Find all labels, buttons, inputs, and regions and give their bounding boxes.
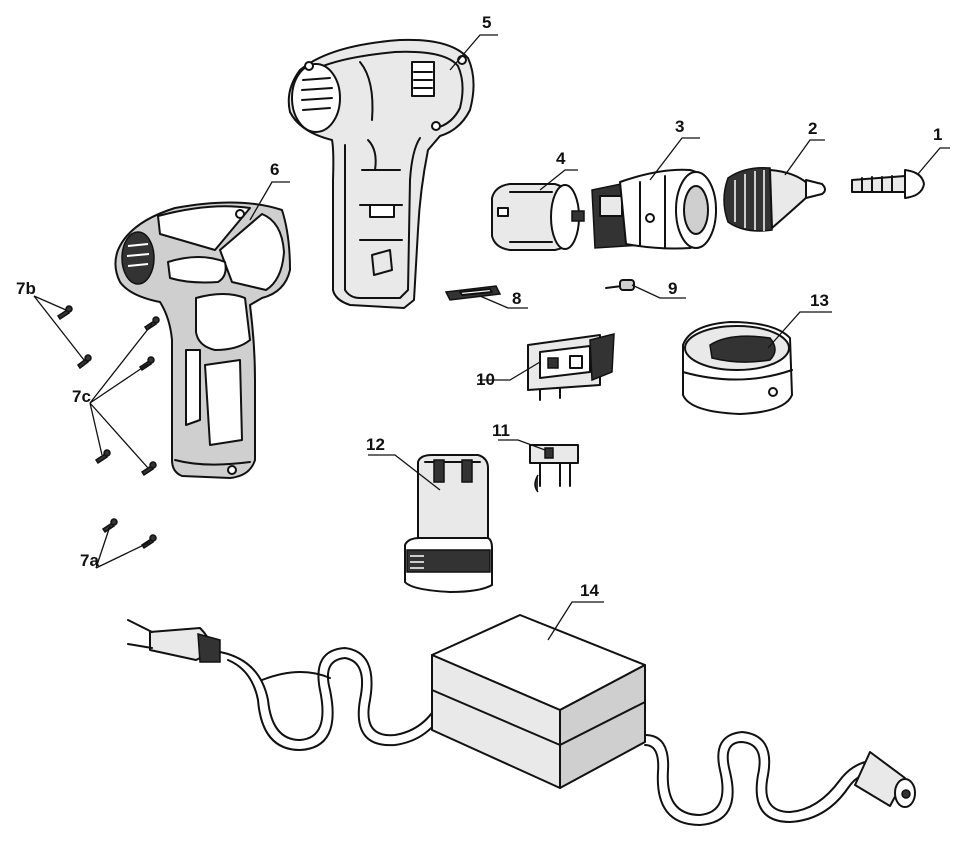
label-2: 2 [808, 119, 817, 138]
label-4: 4 [556, 149, 566, 168]
label-1: 1 [933, 125, 942, 144]
part-5-housing-half [287, 38, 475, 309]
label-6: 6 [270, 160, 279, 179]
label-12: 12 [366, 435, 385, 454]
label-3: 3 [675, 117, 684, 136]
part-14-power-adapter [127, 614, 916, 826]
label-5: 5 [482, 13, 491, 32]
label-7b: 7b [16, 279, 36, 298]
part-labels: 5 6 4 3 2 1 7b 7c 7a 8 9 10 11 12 13 14 [16, 13, 942, 600]
leader-lines [33, 34, 950, 641]
part-2-chuck [723, 166, 826, 232]
label-11: 11 [492, 421, 510, 440]
part-12-battery [404, 454, 493, 593]
part-6-housing-half [114, 201, 291, 479]
label-13: 13 [810, 291, 829, 310]
part-9-led [605, 279, 635, 291]
part-4-motor [491, 183, 585, 251]
part-1-screwdriver-bit [851, 169, 925, 199]
label-7a: 7a [80, 551, 99, 570]
label-14: 14 [580, 581, 599, 600]
part-3-gearbox [591, 168, 717, 250]
part-8-clip [444, 285, 502, 301]
part-13-charger-base [682, 321, 793, 415]
screws-group [56, 305, 160, 550]
label-7c: 7c [72, 387, 91, 406]
part-10-switch [527, 333, 615, 401]
part-11-terminal [529, 444, 579, 493]
label-9: 9 [668, 279, 677, 298]
label-10: 10 [476, 370, 495, 389]
label-8: 8 [512, 289, 521, 308]
